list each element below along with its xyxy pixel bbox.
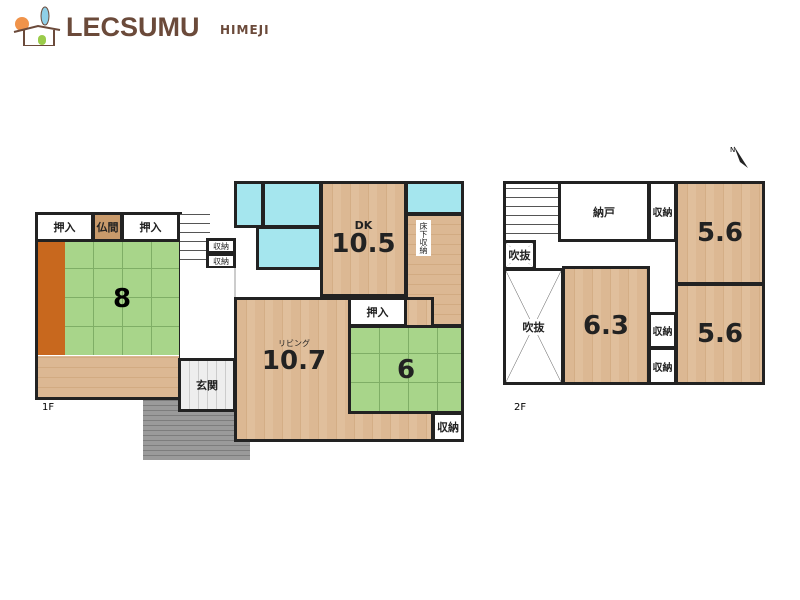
compass-icon: N bbox=[726, 142, 754, 170]
storage-a: 収納 bbox=[206, 238, 236, 254]
washitsu-6: 6 bbox=[348, 325, 464, 414]
room-center: 6.3 bbox=[562, 266, 650, 385]
fukinuke-large: 吹抜 bbox=[503, 268, 564, 385]
fukinuke-small: 吹抜 bbox=[503, 240, 536, 270]
bathroom bbox=[262, 181, 322, 228]
logo-house-icon bbox=[13, 6, 61, 46]
washitsu-8: 8 bbox=[65, 242, 179, 355]
logo-brand: LECSUMU bbox=[66, 12, 200, 42]
stairs-2f bbox=[506, 184, 560, 242]
toilet bbox=[234, 181, 264, 228]
hallway bbox=[180, 268, 236, 360]
floor1-label: 1F bbox=[42, 402, 55, 413]
room-bottom-right: 5.6 bbox=[675, 283, 765, 385]
storage-c: 収納 bbox=[432, 412, 464, 442]
utility bbox=[405, 181, 464, 215]
engawa bbox=[38, 356, 179, 397]
logo-sub: HIMEJI bbox=[220, 23, 270, 37]
oshiire-mid: 押入 bbox=[348, 297, 407, 327]
butsuma: 仏間 bbox=[92, 212, 123, 242]
washroom bbox=[256, 226, 322, 270]
entrance: 玄関 bbox=[178, 358, 236, 412]
oshiire-right: 押入 bbox=[121, 212, 180, 242]
storage-top: 収納 bbox=[648, 181, 677, 242]
svg-text:N: N bbox=[730, 146, 735, 154]
tokonoma bbox=[38, 242, 65, 355]
room-top-right: 5.6 bbox=[675, 181, 765, 285]
storage-b: 収納 bbox=[206, 253, 236, 269]
floor2-label: 2F bbox=[514, 402, 527, 413]
logo: LECSUMU HIMEJI bbox=[8, 6, 288, 46]
storage-low: 収納 bbox=[648, 347, 677, 385]
nando: 納戸 bbox=[558, 181, 650, 242]
oshiire-left: 押入 bbox=[35, 212, 94, 242]
storage-mid: 収納 bbox=[648, 312, 677, 349]
stairs-1f bbox=[180, 214, 210, 268]
